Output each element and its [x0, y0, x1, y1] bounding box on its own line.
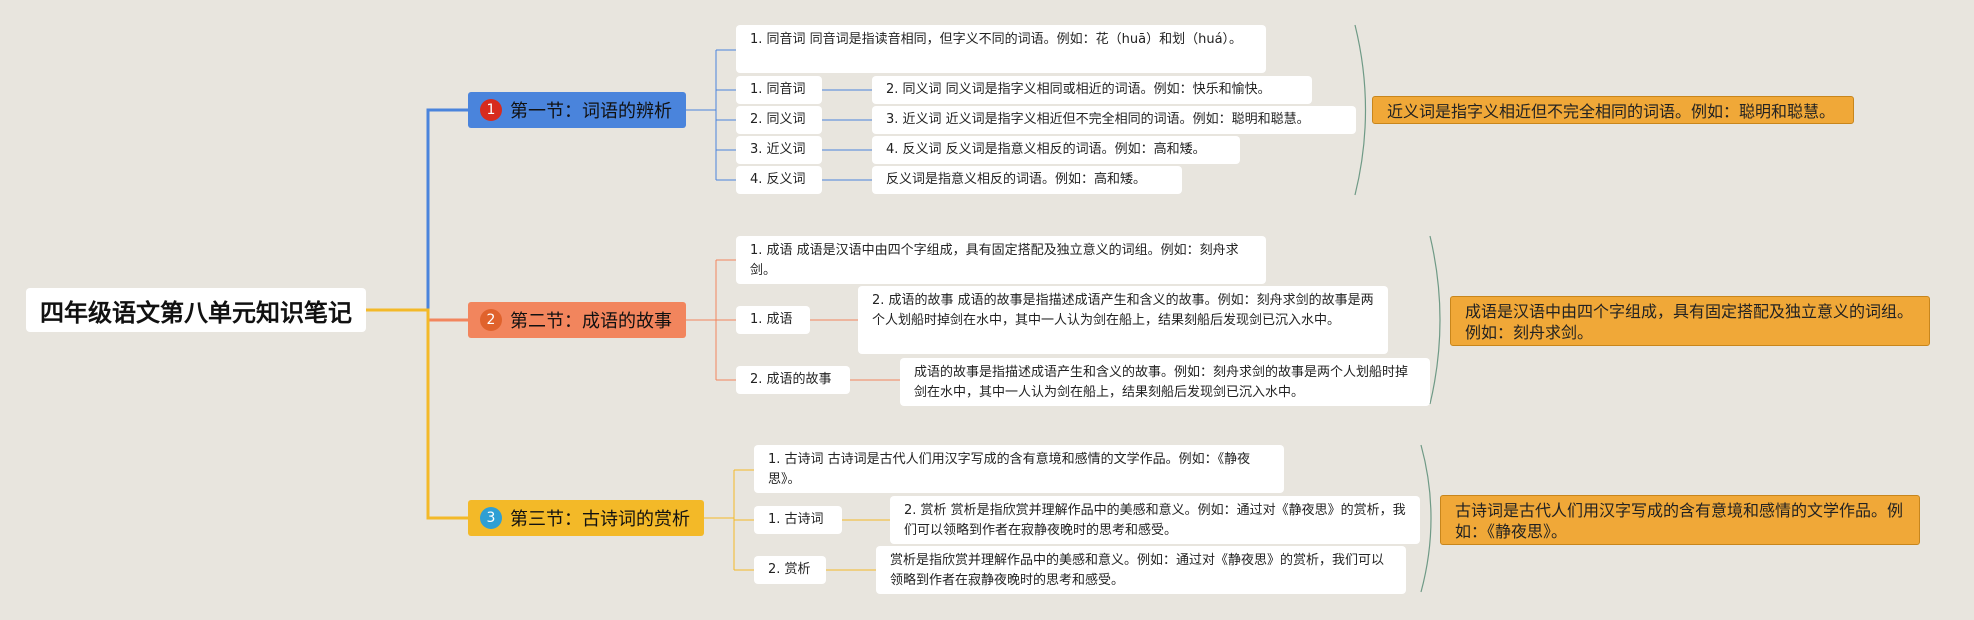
- card-homophone-detail[interactable]: 1. 同音词 同音词是指读音相同，但字义不同的词语。例如：花（huā）和划（hu…: [736, 25, 1266, 73]
- card-appreciation-definition[interactable]: 赏析是指欣赏并理解作品中的美感和意义。例如：通过对《静夜思》的赏析，我们可以领略…: [876, 546, 1406, 594]
- card-poem-detail[interactable]: 1. 古诗词 古诗词是古代人们用汉字写成的含有意境和感情的文学作品。例如：《静夜…: [754, 445, 1284, 493]
- card-near-synonym[interactable]: 3. 近义词: [736, 136, 822, 164]
- section-2-topic[interactable]: 2 第二节：成语的故事: [468, 302, 686, 338]
- card-idiom-story-detail[interactable]: 2. 成语的故事 成语的故事是指描述成语产生和含义的故事。例如：刻舟求剑的故事是…: [858, 286, 1388, 354]
- section-2-number-badge: 2: [480, 309, 502, 331]
- card-antonym-detail[interactable]: 4. 反义词 反义词是指意义相反的词语。例如：高和矮。: [872, 136, 1240, 164]
- section-1-summary[interactable]: 近义词是指字义相近但不完全相同的词语。例如：聪明和聪慧。: [1372, 96, 1854, 124]
- card-homophone[interactable]: 1. 同音词: [736, 76, 822, 104]
- card-idiom[interactable]: 1. 成语: [736, 306, 810, 334]
- section-3-topic[interactable]: 3 第三节：古诗词的赏析: [468, 500, 704, 536]
- section-1-title: 第一节：词语的辨析: [510, 101, 672, 122]
- section-2-summary[interactable]: 成语是汉语中由四个字组成，具有固定搭配及独立意义的词组。例如：刻舟求剑。: [1450, 296, 1930, 346]
- card-appreciation-detail[interactable]: 2. 赏析 赏析是指欣赏并理解作品中的美感和意义。例如：通过对《静夜思》的赏析，…: [890, 496, 1420, 544]
- section-3-number-badge: 3: [480, 507, 502, 529]
- card-near-synonym-detail[interactable]: 3. 近义词 近义词是指字义相近但不完全相同的词语。例如：聪明和聪慧。: [872, 106, 1356, 134]
- section-1-number-badge: 1: [480, 99, 502, 121]
- card-idiom-story[interactable]: 2. 成语的故事: [736, 366, 850, 394]
- section-1-topic[interactable]: 1 第一节：词语的辨析: [468, 92, 686, 128]
- card-appreciation[interactable]: 2. 赏析: [754, 556, 826, 584]
- section-3-title: 第三节：古诗词的赏析: [510, 509, 690, 530]
- card-poem[interactable]: 1. 古诗词: [754, 506, 842, 534]
- card-antonym[interactable]: 4. 反义词: [736, 166, 822, 194]
- section-2-title: 第二节：成语的故事: [510, 311, 672, 332]
- card-synonym[interactable]: 2. 同义词: [736, 106, 822, 134]
- card-antonym-definition[interactable]: 反义词是指意义相反的词语。例如：高和矮。: [872, 166, 1182, 194]
- card-idiom-detail[interactable]: 1. 成语 成语是汉语中由四个字组成，具有固定搭配及独立意义的词组。例如：刻舟求…: [736, 236, 1266, 284]
- card-synonym-detail[interactable]: 2. 同义词 同义词是指字义相同或相近的词语。例如：快乐和愉快。: [872, 76, 1312, 104]
- root-topic[interactable]: 四年级语文第八单元知识笔记: [26, 288, 366, 332]
- card-idiom-story-definition[interactable]: 成语的故事是指描述成语产生和含义的故事。例如：刻舟求剑的故事是两个人划船时掉剑在…: [900, 358, 1430, 406]
- section-3-summary[interactable]: 古诗词是古代人们用汉字写成的含有意境和感情的文学作品。例如：《静夜思》。: [1440, 495, 1920, 545]
